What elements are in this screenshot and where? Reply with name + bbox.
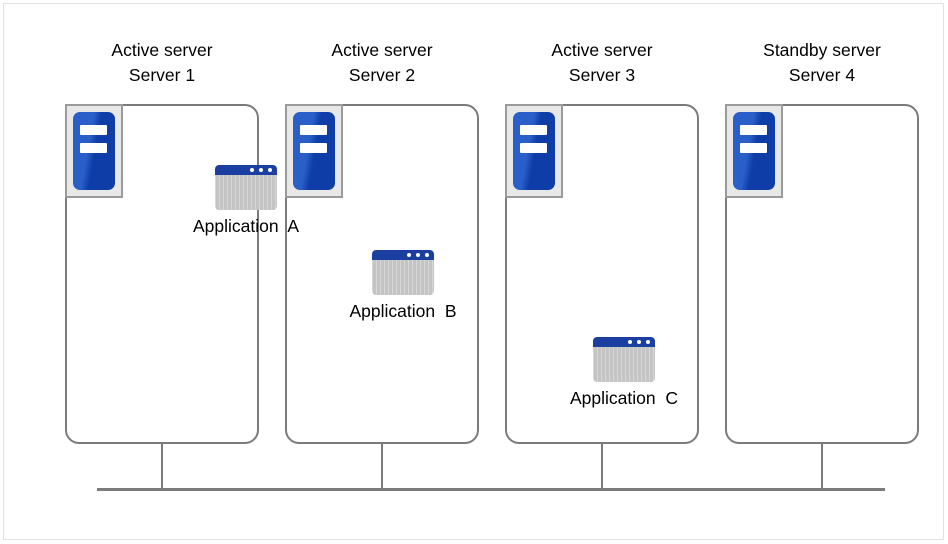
server-icon-bar-bottom-4 [740,143,767,153]
app-window-icon-3 [593,337,655,382]
network-bus-line [97,488,885,491]
application-3[interactable]: Application C [562,337,686,409]
app-titlebar-1 [215,165,277,175]
network-drop-line-3 [601,443,603,490]
server-name-1: Server 1 [128,65,196,85]
server-icon-bar-bottom-3 [520,143,547,153]
server-icon-bar-top-1 [80,125,107,135]
app-dot-3a [628,340,632,344]
server-icon-3 [505,104,563,198]
app-window-icon-2 [372,250,434,295]
app-dot-3b [637,340,641,344]
application-label-3: Application C [570,388,678,408]
server-icon-1 [65,104,123,198]
application-label-1: Application A [192,216,300,236]
application-2[interactable]: Application B [341,250,465,322]
server-icon-4 [725,104,783,198]
server-name-3: Server 3 [568,65,636,85]
server-role-4: Standby server [763,40,881,60]
application-label-2: Application B [349,301,457,321]
server-role-3: Active server [551,40,653,60]
server-icon-body-4 [733,112,775,190]
app-dot-1a [250,168,254,172]
network-drop-line-2 [381,443,383,490]
app-dot-2a [407,253,411,257]
app-titlebar-3 [593,337,655,347]
app-dot-1c [268,168,272,172]
application-1[interactable]: Application A [184,165,308,237]
server-icon-bar-bottom-1 [80,143,107,153]
server-icon-bar-top-3 [520,125,547,135]
app-dot-2b [416,253,420,257]
server-icon-2 [285,104,343,198]
server-icon-bar-top-2 [300,125,327,135]
app-dot-1b [259,168,263,172]
server-icon-bar-bottom-2 [300,143,327,153]
app-window-icon-1 [215,165,277,210]
server-icon-body-2 [293,112,335,190]
server-role-2: Active server [331,40,433,60]
network-drop-line-4 [821,443,823,490]
server-icon-body-1 [73,112,115,190]
app-dot-3c [646,340,650,344]
server-name-2: Server 2 [348,65,416,85]
network-drop-line-1 [161,443,163,490]
app-titlebar-2 [372,250,434,260]
server-icon-body-3 [513,112,555,190]
server-icon-bar-top-4 [740,125,767,135]
server-name-4: Server 4 [788,65,856,85]
server-role-1: Active server [111,40,213,60]
app-dot-2c [425,253,429,257]
